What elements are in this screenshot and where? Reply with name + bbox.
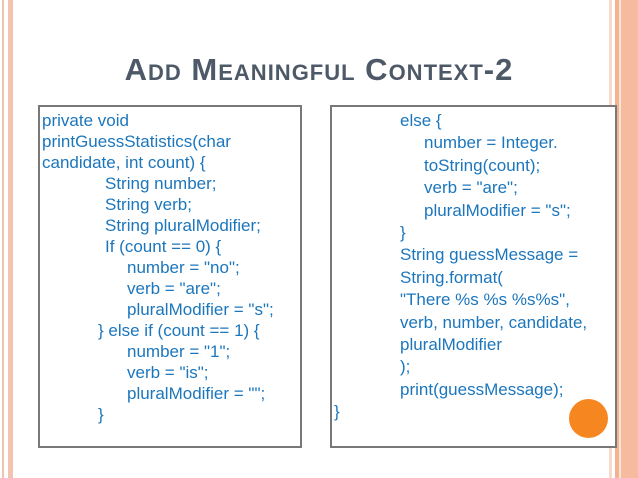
right-edge-accent-band [621,0,638,478]
code-line: print(guessMessage); [400,379,564,399]
code-line: pluralModifier = "s"; [424,200,571,220]
code-line: } [334,402,340,422]
code-line: String.format( [400,267,503,287]
right-edge-accent-line-light [619,0,621,478]
code-line: verb = "is"; [127,363,209,382]
code-line: If (count == 0) { [105,237,222,256]
left-edge-accent-line [2,0,4,478]
left-edge-accent-stripe [8,0,13,478]
code-line: verb, number, candidate, [400,312,588,332]
code-line: "There %s %s %s%s", [400,290,570,310]
right-edge-accent-stripe-medium [615,0,619,478]
code-line: printGuessStatistics(char [42,132,231,151]
code-box-right: else { number = Integer.toString(count); v… [330,105,617,448]
code-box-left: private void printGuessStatistics(char can… [38,105,302,448]
code-line: private void [42,111,129,130]
code-line: number = Integer. [424,133,558,153]
code-line: candidate, int count) { [42,153,206,172]
code-line: verb = "are"; [424,178,518,198]
code-line: else { [400,111,442,130]
code-line: } [98,405,104,424]
code-line: String verb; [105,195,192,214]
code-line: pluralModifier [400,335,503,355]
code-line: String number; [105,174,217,193]
code-line: } [400,223,406,243]
code-line: ); [400,357,411,377]
code-line: pluralModifier = ""; [127,384,266,403]
code-line: } else if (count == 1) { [98,321,260,340]
code-line: String guessMessage = [400,245,579,265]
code-line: String pluralModifier; [105,216,261,235]
code-line: toString(count); [424,155,541,175]
code-line: verb = "are"; [127,279,221,298]
slide-title: Add Meaningful Context-2 [124,52,514,87]
orange-circle-decoration [569,399,608,438]
code-line: pluralModifier = "s"; [127,300,274,319]
code-line: number = "no"; [127,258,240,277]
code-line: number = "1"; [127,342,231,361]
